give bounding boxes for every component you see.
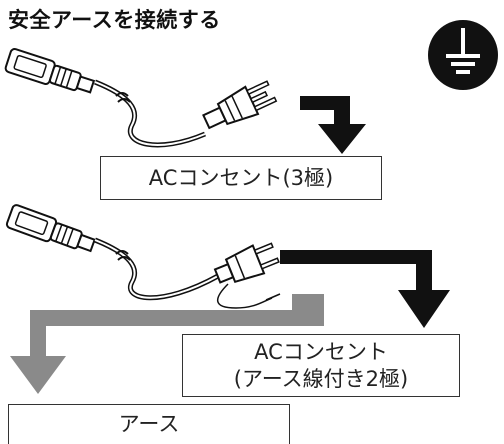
arrow-to-ac3 — [300, 96, 366, 154]
power-cable-2pin — [5, 204, 281, 309]
ground-symbol-icon — [428, 20, 498, 90]
arrow-to-earth — [10, 294, 324, 394]
arrow-to-ac2 — [280, 250, 450, 328]
ac-outlet-2pin-earth-label: ACコンセント (アース線付き2極) — [182, 334, 460, 397]
2pin-plug-icon — [213, 242, 280, 284]
iec-connector-icon — [5, 204, 96, 253]
power-cable-3pin — [4, 48, 278, 148]
iec-connector-icon — [4, 48, 96, 94]
ac-outlet-3pin-label: ACコンセント(3極) — [100, 156, 382, 200]
page-title: 安全アースを接続する — [8, 8, 221, 32]
3pin-plug-icon — [202, 80, 278, 130]
earth-label: アース — [8, 404, 290, 444]
